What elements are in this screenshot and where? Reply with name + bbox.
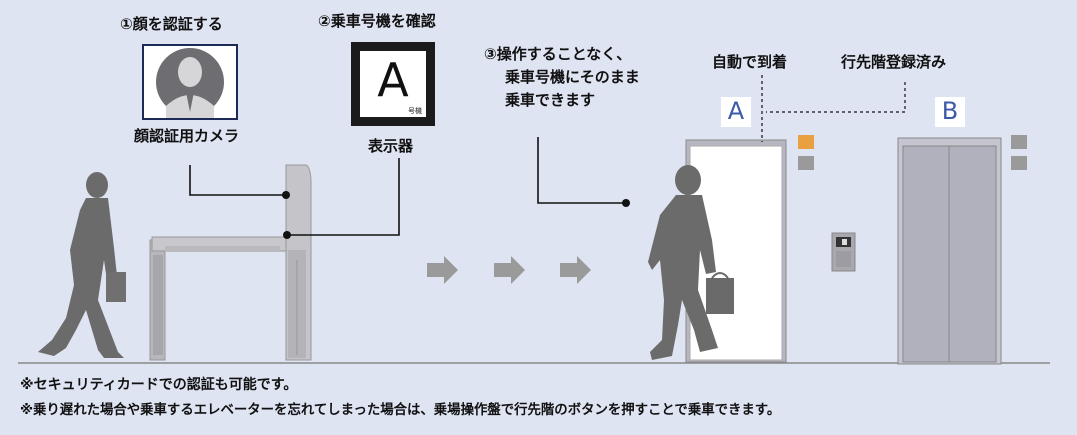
indicator-a-inactive [798,156,814,170]
elevator-a-label: A [721,97,751,127]
display-panel: A 号機 [351,42,435,126]
walking-person-icon [38,172,126,358]
display-small-text: 号機 [408,107,422,115]
note-missed-elevator: ※乗り遅れた場合や乗車するエレベーターを忘れてしまった場合は、乗場操作盤で行先階… [20,403,781,418]
auto-arrival-label: 自動で到着 [712,53,788,71]
elevator-panel-icon [831,232,856,272]
connector-lines [189,137,626,236]
registered-pointer [766,82,906,113]
connector-dot-display [283,231,291,239]
indicator-b-bottom [1011,156,1027,170]
arrow-right-icon [560,256,591,284]
arrow-right-icon [427,256,458,284]
indicator-a-active [798,135,814,149]
camera-portrait-icon [156,48,224,118]
entering-person-icon [648,165,734,360]
step3-line1: ③操作することなく、 [484,45,632,63]
step2-label: ②乗車号機を確認 [318,12,436,30]
connector-dot-camera [282,191,290,199]
display-letter: A [377,53,409,107]
elevator-b-closed [897,137,1002,365]
connector-dot-elevator [622,199,630,207]
note-security-card: ※セキュリティカードでの認証も可能です。 [20,377,298,393]
arrow-right-icon [494,256,525,284]
step3-line3: 乗車できます [505,91,596,109]
registered-label: 行先階登録済み [841,53,947,71]
camera-label: 顔認証用カメラ [134,127,240,145]
security-gate [149,164,312,361]
step1-label: ①顔を認証する [120,15,223,33]
step3-line2: 乗車号機にそのまま [505,68,640,86]
face-camera-image [142,44,238,120]
display-label: 表示器 [368,137,414,155]
indicator-b-top [1011,135,1027,149]
elevator-b-label: B [935,97,965,127]
